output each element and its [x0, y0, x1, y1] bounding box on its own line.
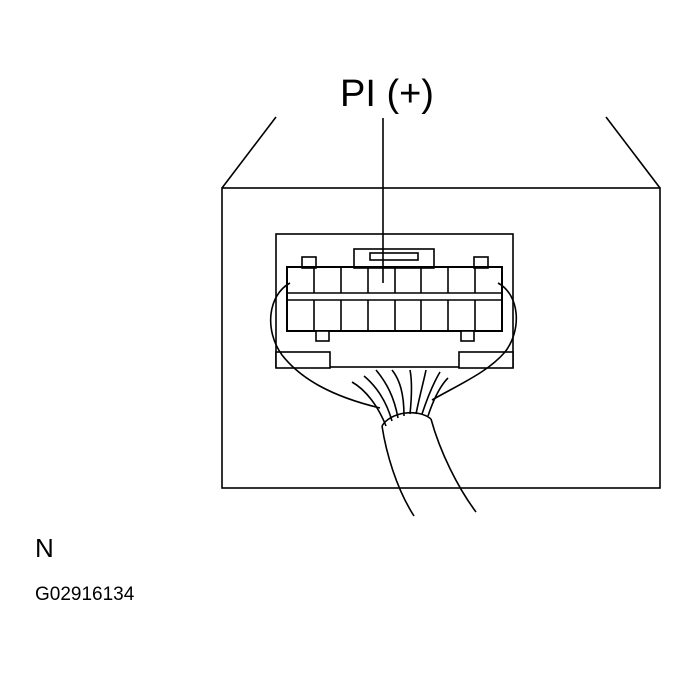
locking-tab-right — [458, 351, 514, 369]
component-housing — [221, 116, 661, 489]
connector-body — [286, 248, 503, 342]
terminal-row-top — [313, 267, 476, 293]
figure-id-label: G02916134 — [35, 584, 135, 605]
pin-label: PI (+) — [340, 73, 434, 115]
locking-tab-left — [275, 351, 331, 369]
terminal-row-bottom — [313, 300, 476, 331]
wire-strands — [351, 369, 449, 427]
wire-harness — [381, 411, 477, 517]
highlight-ellipse — [269, 282, 518, 409]
connector-code-label: N — [35, 533, 54, 563]
